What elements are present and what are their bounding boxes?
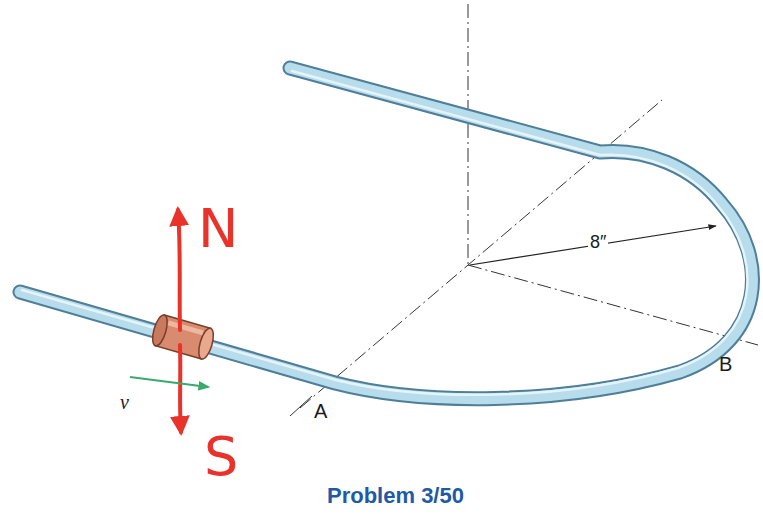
caption: Problem 3/50	[327, 483, 464, 509]
tick-a	[290, 396, 312, 416]
velocity-arrow	[130, 377, 208, 387]
normal-force-arrow	[178, 210, 180, 330]
force-label: N	[198, 202, 238, 256]
radius-dimension	[470, 226, 716, 265]
point-label: B	[719, 354, 732, 374]
center-lines	[300, 4, 758, 408]
weight-arrow	[180, 345, 181, 432]
bent-rod	[20, 68, 752, 399]
collar	[150, 313, 216, 360]
velocity-label: v	[120, 392, 129, 412]
dimension-label: 8″	[588, 233, 608, 251]
point-label: A	[314, 401, 327, 421]
force-label: S	[204, 430, 238, 484]
